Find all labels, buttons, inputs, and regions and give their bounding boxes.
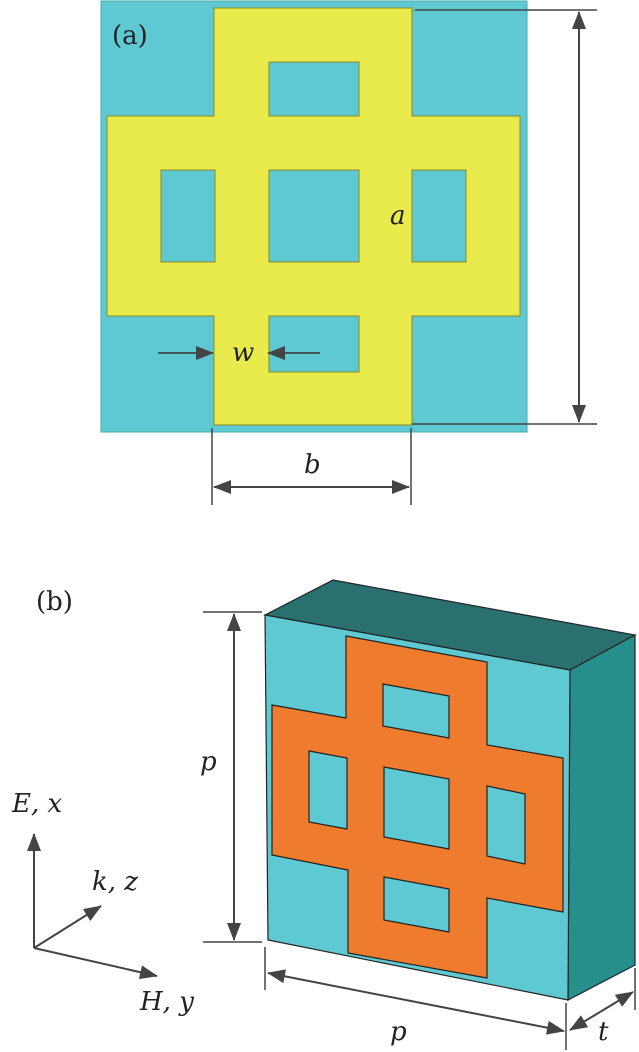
dim-p-horizontal-arrow2 (415, 1001, 565, 1035)
axis-k-arrow (33, 905, 102, 949)
axis-h-arrow (33, 947, 158, 980)
axis-e-label: E, x (11, 789, 63, 819)
dim-a-label: a (390, 201, 406, 231)
dim-b-label: b (304, 450, 321, 480)
substrate-top-view (100, 0, 528, 433)
panel-a-label: (a) (112, 21, 148, 51)
dim-t-arrow2 (599, 991, 634, 1013)
panel-a: (a) a w b (100, 0, 597, 505)
dim-t-label: t (598, 1017, 609, 1047)
cross-patch-3d (271, 635, 564, 979)
dim-p-horizontal-arrow (267, 969, 417, 1003)
axis-k-label: k, z (92, 867, 138, 897)
unit-cell-front-face (264, 614, 571, 1001)
dim-p-horizontal-label: p (390, 1017, 407, 1047)
dim-t-arrow (569, 1011, 601, 1031)
panel-b-label: (b) (36, 587, 73, 617)
panel-b: (b) p p t E, x k, z H, y (11, 579, 637, 1050)
axis-h-label: H, y (139, 987, 194, 1017)
dim-p-vertical-label: p (200, 747, 217, 777)
unit-cell-side-face (567, 633, 636, 1001)
cross-patch-top-view (106, 7, 521, 426)
dim-w-label: w (232, 338, 254, 368)
